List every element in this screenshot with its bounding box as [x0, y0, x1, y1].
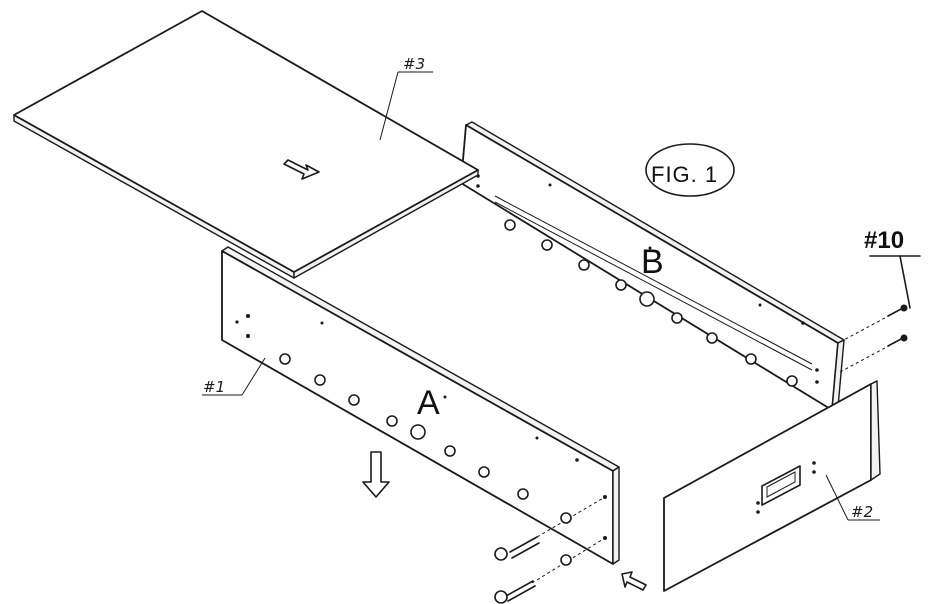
push-arrow-icon: [621, 571, 647, 591]
panel-a: [221, 246, 620, 565]
down-arrow-icon: [362, 451, 390, 498]
screw-icon: [839, 255, 911, 373]
part-label-front-panel: #2: [851, 503, 873, 521]
figure-label: FIG. 1: [651, 162, 718, 187]
front-panel: [663, 380, 881, 592]
panel-b-holes: [476, 174, 819, 387]
panel-a-holes: [235, 314, 607, 540]
bottom-screws: [494, 496, 606, 604]
part-label-screw: #10: [864, 227, 904, 254]
panel-b-letter: B: [641, 243, 664, 281]
part-label-left-side: #1: [203, 378, 225, 396]
figure-label-frame: [645, 143, 735, 197]
top-panel: [13, 10, 479, 279]
part-label-top-panel: #3: [403, 55, 425, 73]
slide-arrow-icon: [283, 159, 320, 180]
handle-cutout-icon: [761, 465, 801, 506]
panel-a-letter: A: [417, 384, 440, 422]
